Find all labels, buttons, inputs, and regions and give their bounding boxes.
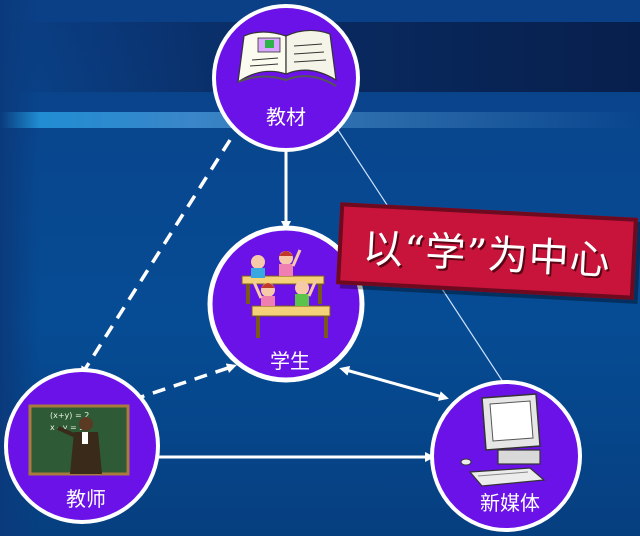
svg-text:(x+y) = 2: (x+y) = 2 (50, 411, 89, 420)
node-label-textbook: 教材 (266, 105, 306, 129)
open-book-icon (237, 29, 337, 87)
slogan-text: 以“学”为中心 (361, 225, 612, 285)
classroom-students-icon (241, 249, 331, 338)
teacher-blackboard-icon: (x+y) = 2 x - y = 5 (28, 404, 130, 476)
slogan-banner: 以“学”为中心 (336, 202, 638, 300)
node-teacher: (x+y) = 2 x - y = 5 教师 (4, 368, 160, 524)
edge-teacher-to-student-dashed (131, 363, 237, 402)
node-new-media: 新媒体 (430, 380, 582, 532)
edge-textbook-to-teacher-dashed (80, 139, 232, 377)
node-label-new-media: 新媒体 (480, 491, 540, 515)
node-student: 学生 (207, 225, 365, 383)
svg-text:x - y = 5: x - y = 5 (50, 423, 84, 432)
node-textbook: 教材 (212, 4, 360, 152)
computer-icon (460, 393, 546, 487)
node-label-teacher: 教师 (66, 487, 106, 511)
node-label-student: 学生 (270, 349, 310, 373)
edge-student-new-media-bidirectional (339, 365, 449, 401)
